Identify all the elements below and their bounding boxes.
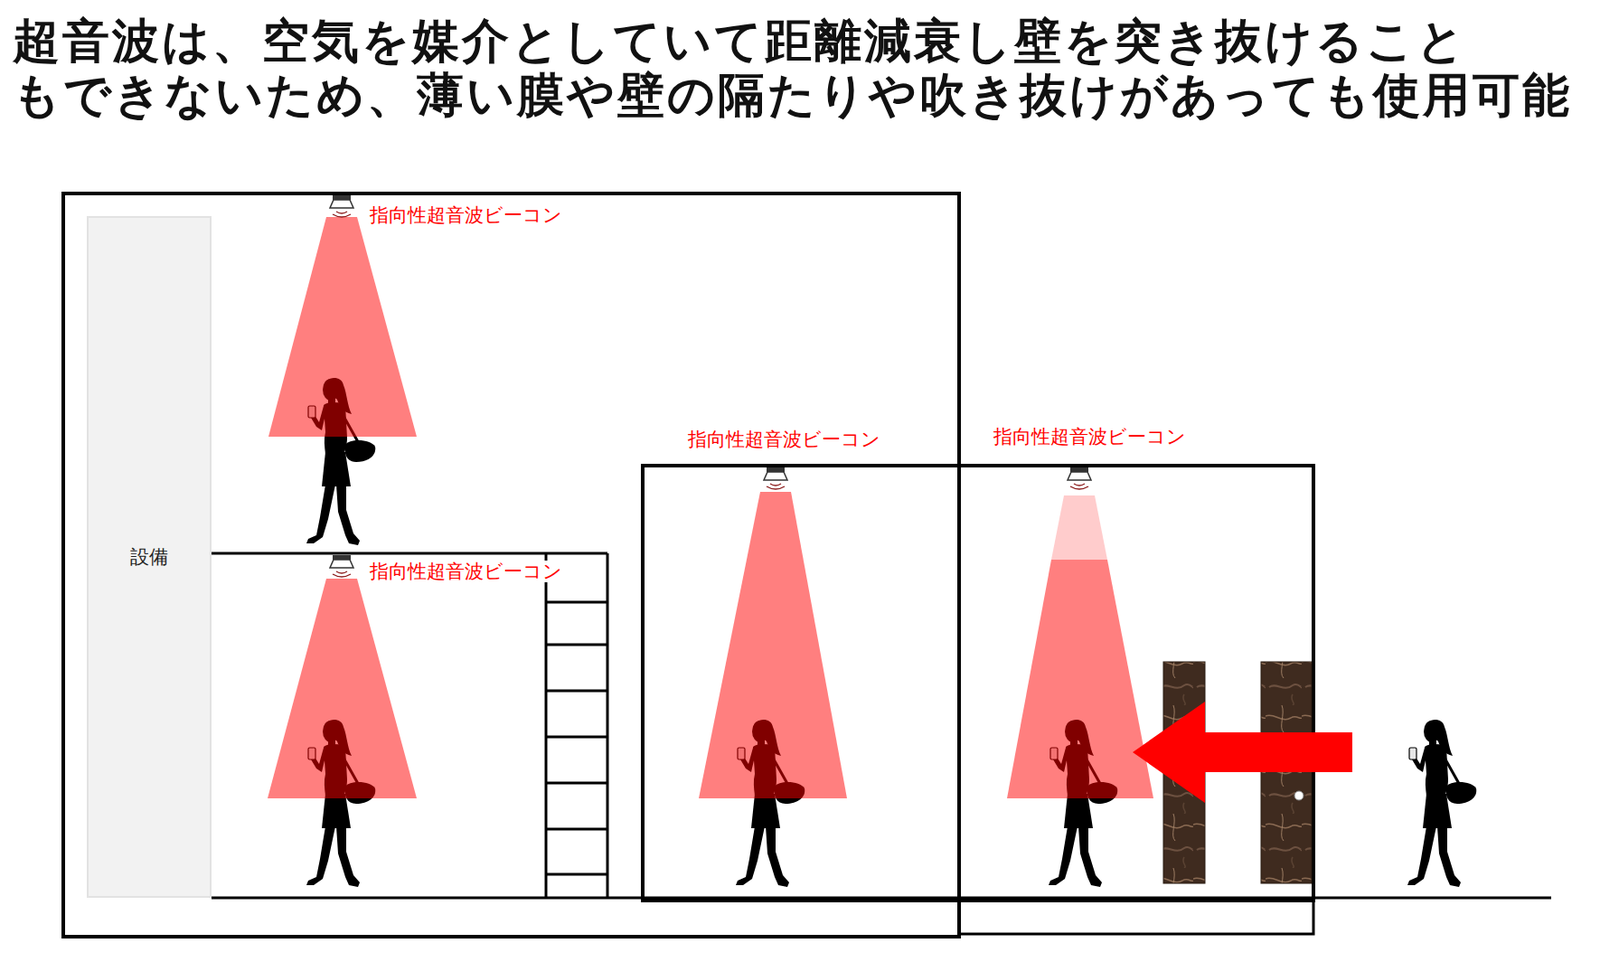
beacon-label: 指向性超音波ビーコン xyxy=(686,428,883,451)
room-outline xyxy=(642,465,1314,901)
ladder-rung xyxy=(545,601,608,604)
person xyxy=(1407,719,1477,887)
beacon-body xyxy=(329,199,354,208)
beacon-wave xyxy=(1070,483,1089,490)
beacon-label: 指向性超音波ビーコン xyxy=(367,204,565,226)
equipment-band: 設備 xyxy=(86,216,212,898)
ladder-rung xyxy=(545,689,608,693)
ladder-rail xyxy=(545,553,548,898)
beacon-body xyxy=(763,471,788,480)
ladder-rung xyxy=(545,781,608,785)
title: 超音波は、空気を媒介としていて距離減衰し壁を突き抜けること もできないため、薄い… xyxy=(12,13,1591,123)
ladder-rung xyxy=(545,828,608,831)
node-label: 設備 xyxy=(130,544,169,570)
beacon-body xyxy=(329,559,354,568)
beacon-body xyxy=(1067,471,1092,480)
floor-line xyxy=(211,896,1552,900)
entry-arrow xyxy=(1132,701,1353,803)
beacon xyxy=(329,555,354,577)
door-panel xyxy=(1261,661,1312,884)
ladder xyxy=(545,553,608,898)
building-outline xyxy=(63,193,960,937)
beam-cone xyxy=(268,216,417,437)
ladder-rail xyxy=(606,553,610,898)
mezzanine-floor xyxy=(211,552,608,556)
beacon-label: 指向性超音波ビーコン xyxy=(991,425,1188,448)
ladder-rung xyxy=(545,873,608,876)
beam-cone xyxy=(698,491,848,799)
beacon-label: 指向性超音波ビーコン xyxy=(367,560,565,583)
beacon-wave xyxy=(766,483,785,490)
door-knob xyxy=(1294,790,1304,800)
beacon-wave xyxy=(332,571,351,577)
beam-cone-faded xyxy=(1051,495,1108,560)
beam-cone xyxy=(1007,559,1154,799)
beacon xyxy=(763,467,788,490)
beacon-wave xyxy=(332,211,351,217)
beacon xyxy=(329,195,354,217)
beam-cone xyxy=(267,578,417,799)
ladder-rung xyxy=(545,643,608,647)
floor-slab xyxy=(959,900,1314,934)
beacon xyxy=(1067,467,1092,490)
ladder-rung xyxy=(545,735,608,739)
